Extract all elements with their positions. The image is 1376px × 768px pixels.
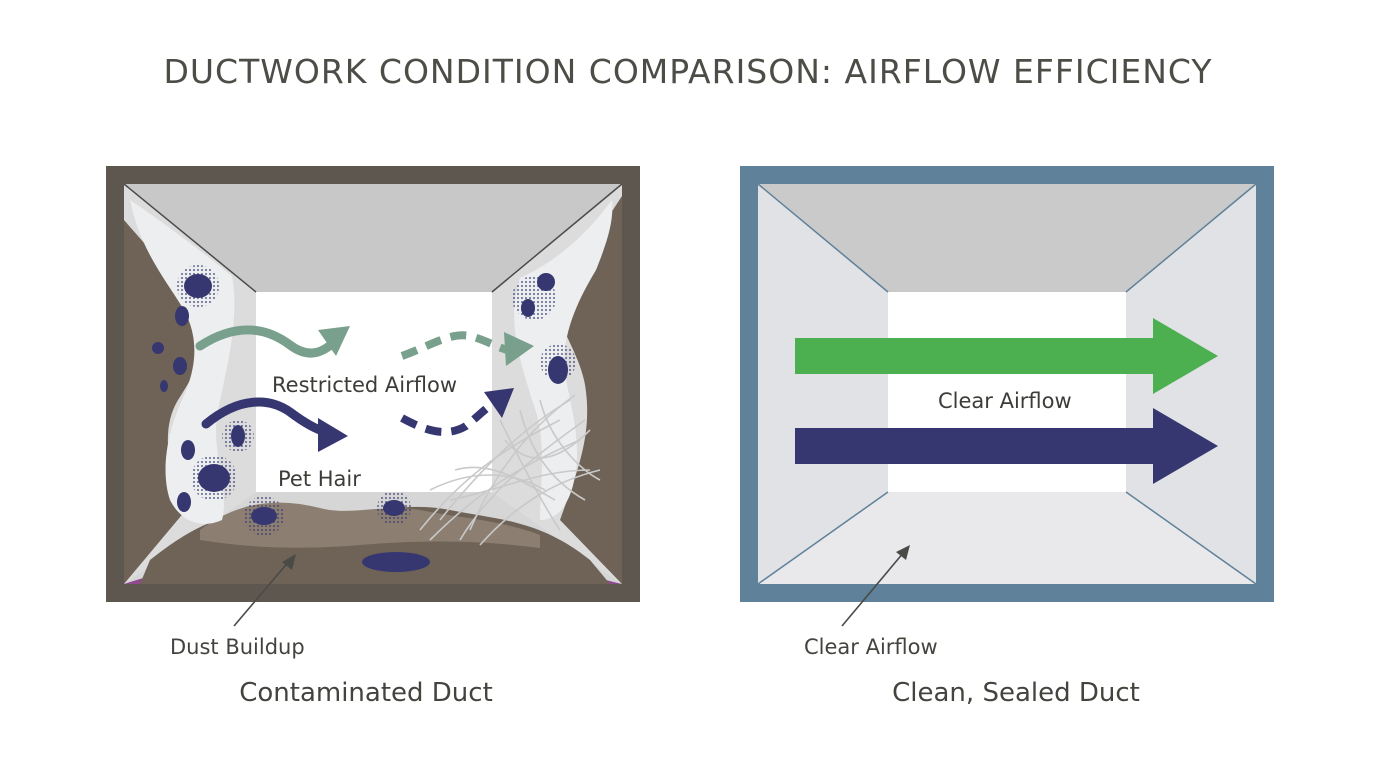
dust-buildup-label: Dust Buildup bbox=[170, 635, 305, 659]
muted-green-arrow bbox=[195, 325, 343, 358]
page-title: DUCTWORK CONDITION COMPARISON: AIRFLOW E… bbox=[163, 52, 1213, 91]
clean-duct-panel bbox=[740, 166, 1274, 627]
contaminated-duct-caption: Contaminated Duct bbox=[239, 678, 493, 708]
pet-hair-strands bbox=[419, 394, 601, 546]
green-airflow-arrow bbox=[795, 338, 1157, 374]
restricted-airflow-arrows bbox=[195, 325, 534, 452]
clear-airflow-pointer-label: Clear Airflow bbox=[804, 635, 938, 659]
clean-duct-top-wall bbox=[758, 184, 1256, 292]
navy-airflow-arrow bbox=[795, 428, 1157, 464]
pet-hair-label: Pet Hair bbox=[278, 467, 361, 491]
clear-airflow-arrows bbox=[795, 318, 1218, 484]
dust-buildup-pointer bbox=[233, 559, 291, 627]
clear-airflow-pointer bbox=[841, 551, 905, 627]
dirty-duct-top-wall bbox=[124, 184, 622, 292]
clean-duct-caption: Clean, Sealed Duct bbox=[892, 678, 1140, 708]
clear-airflow-center-label: Clear Airflow bbox=[938, 389, 1072, 413]
navy-arrow bbox=[201, 397, 331, 437]
restricted-airflow-label: Restricted Airflow bbox=[272, 373, 458, 397]
dashed-navy-arrow bbox=[400, 400, 495, 436]
dirty-duct-opening bbox=[256, 292, 492, 492]
contaminated-duct-panel bbox=[106, 166, 640, 627]
